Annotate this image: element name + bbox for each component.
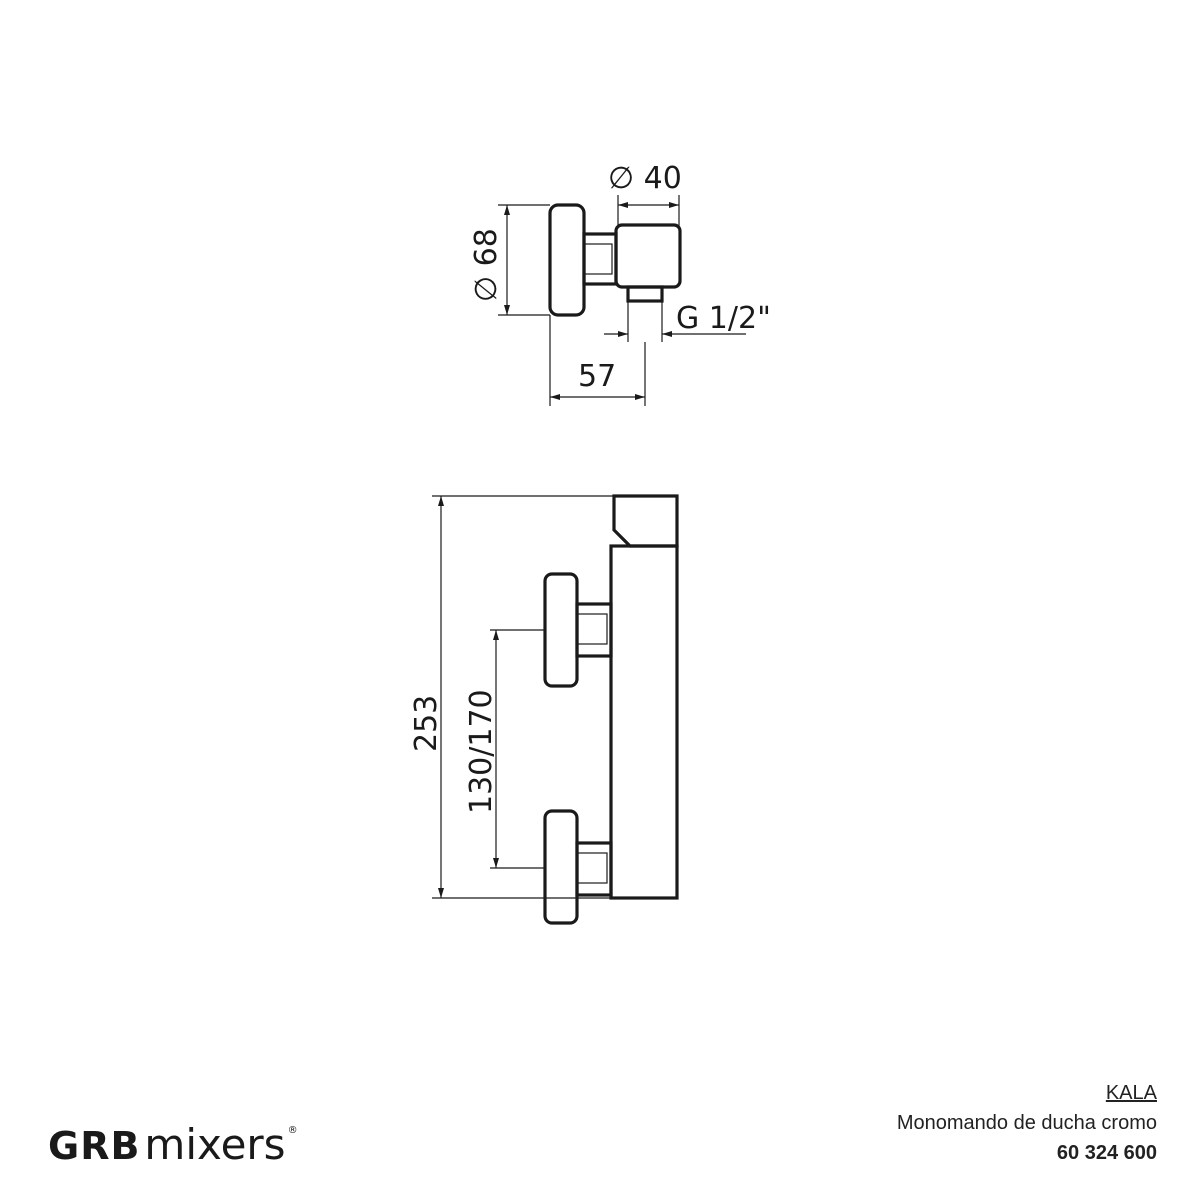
top-view-knob [548, 203, 586, 317]
dim-thread-label: G 1/2" [676, 301, 771, 336]
front-view-lever [612, 494, 679, 548]
upper-knob [543, 572, 579, 688]
front-view: 253 130/170 [409, 494, 679, 925]
dim-inlet-label: 130/170 [464, 689, 499, 814]
top-view: ∅ 40 ∅ 68 G 1/2" 57 [469, 161, 771, 406]
lower-knob [543, 809, 579, 925]
upper-neck-inner [576, 613, 608, 645]
top-view-body [614, 223, 682, 289]
product-description: Monomando de ducha cromo [896, 1112, 1157, 1134]
brand-logo: GRB mixers ® [48, 1120, 298, 1169]
product-code: 60 324 600 [1056, 1142, 1157, 1164]
dim-68-label: ∅ 68 [469, 228, 504, 302]
lower-neck-inner [576, 852, 608, 884]
dim-253-label: 253 [409, 695, 444, 752]
top-view-outlet [626, 285, 664, 303]
lower-neck [575, 841, 613, 897]
top-view-neck [582, 232, 618, 286]
dim-57-label: 57 [578, 359, 616, 394]
logo-brand-light: mixers [144, 1120, 286, 1169]
logo-registered-mark: ® [287, 1125, 298, 1136]
front-view-body [609, 544, 679, 900]
upper-neck [575, 602, 613, 658]
product-name: KALA [1105, 1082, 1157, 1104]
logo-brand-bold: GRB [48, 1124, 141, 1168]
title-block: KALA Monomando de ducha cromo 60 324 600 [897, 1078, 1157, 1168]
top-view-neck-inner [583, 243, 613, 275]
dim-40-label: ∅ 40 [608, 161, 682, 196]
